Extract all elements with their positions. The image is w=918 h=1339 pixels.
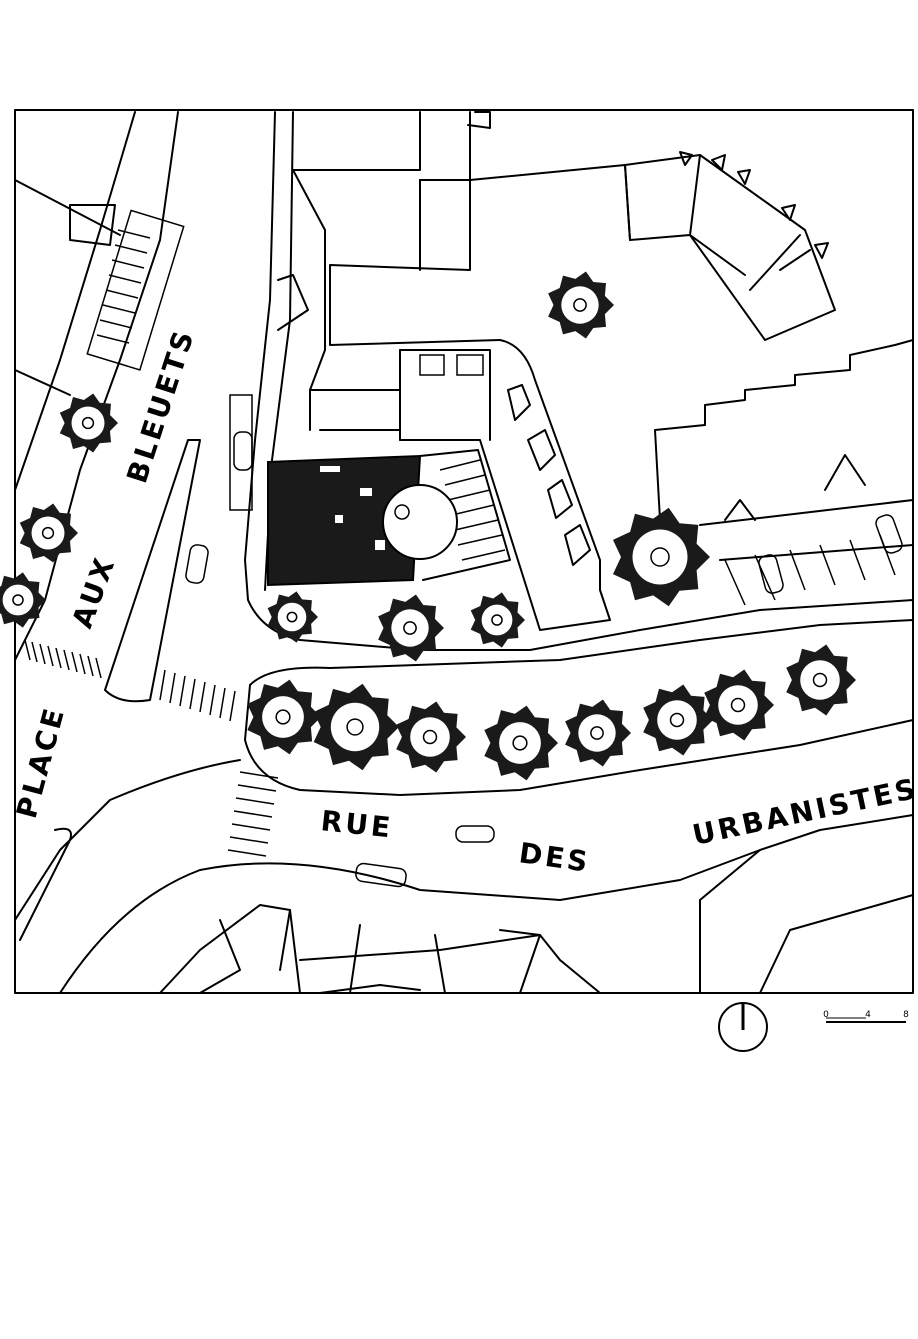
scale-bar: 0 4 8 <box>823 1010 909 1023</box>
tree-icon <box>19 503 78 563</box>
car-icon <box>233 431 253 471</box>
tree-icon <box>786 644 856 716</box>
tree-icon <box>704 669 774 741</box>
car-icon <box>875 514 903 554</box>
tree-icon <box>396 701 466 773</box>
tree-icon <box>613 507 710 607</box>
scale-tick-8: 8 <box>903 1010 909 1020</box>
label-des: DES <box>517 836 592 879</box>
tree-icon <box>59 393 118 453</box>
tree-icon <box>484 705 558 781</box>
map-frame <box>14 109 914 994</box>
street-network <box>14 111 914 994</box>
tree-icon <box>565 699 631 767</box>
tree-icon <box>313 683 399 771</box>
car-icon <box>355 862 407 888</box>
tree-icon <box>470 592 525 648</box>
tree-icon <box>267 591 318 643</box>
label-bleuets: BLEUETS <box>120 324 201 487</box>
label-urbanistes: URBANISTES <box>690 772 918 852</box>
tree-icon <box>0 572 46 628</box>
tree-icon <box>643 684 713 756</box>
scale-tick-4: 4 <box>865 1010 871 1020</box>
label-place: PLACE <box>10 702 72 821</box>
street-labels: PLACE AUX BLEUETS RUE DES URBANISTES <box>10 324 918 879</box>
cars <box>185 431 903 888</box>
car-icon <box>185 544 209 584</box>
tree-icon <box>247 679 321 755</box>
tree-icon <box>548 271 614 339</box>
building-outlines <box>69 111 914 994</box>
scale-tick-0: 0 <box>823 1010 829 1020</box>
crosswalks <box>24 209 279 857</box>
trees <box>0 271 856 781</box>
north-arrow-icon <box>718 1002 768 1052</box>
label-aux: AUX <box>66 551 122 632</box>
car-icon <box>758 554 784 594</box>
tree-icon <box>378 594 444 662</box>
label-rue: RUE <box>319 804 394 844</box>
car-icon <box>455 825 495 843</box>
project-building <box>229 394 511 587</box>
